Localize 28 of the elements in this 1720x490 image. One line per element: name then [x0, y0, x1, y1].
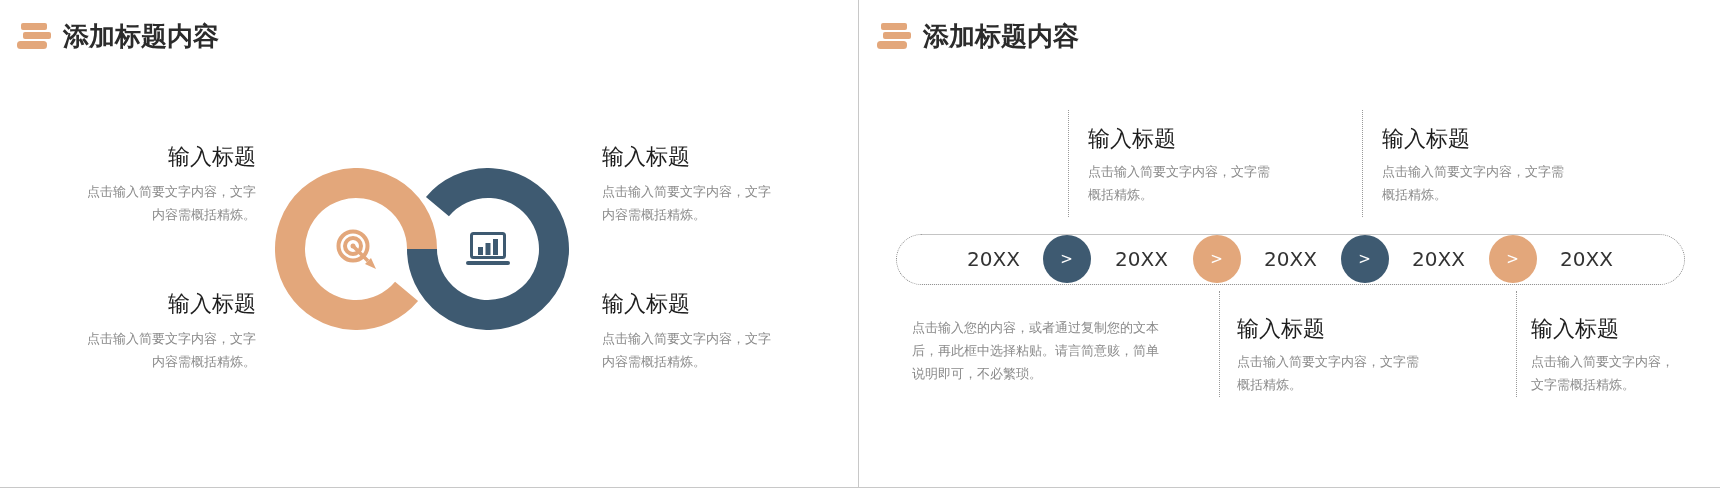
year-label: 20XX: [1560, 247, 1613, 271]
description-text: 点击输入您的内容，或者通过复制您的文本后，再此框中选择粘贴。请言简意赅，简单说明即可，不必繁琐。: [912, 319, 1160, 383]
step-circle: >: [1042, 235, 1091, 283]
description-text: 点击输入简要文字内容，文字需概括精炼。: [1237, 353, 1420, 394]
slide-title: 添加标题内容: [923, 21, 1079, 51]
step-circle: >: [1192, 235, 1241, 283]
section-heading: 输入标题: [168, 144, 256, 170]
step-circle: >: [1340, 235, 1389, 283]
description-text: 点击输入简要文字内容，文字内容需概括精炼。: [86, 330, 256, 371]
slide-title: 添加标题内容: [63, 21, 219, 51]
description-text: 点击输入简要文字内容，文字需概括精炼。: [1531, 353, 1675, 394]
year-label: 20XX: [1115, 247, 1168, 271]
description-text: 点击输入简要文字内容，文字内容需概括精炼。: [86, 183, 256, 224]
description-text: 点击输入简要文字内容，文字需概括精炼。: [1382, 163, 1565, 204]
section-heading: 输入标题: [1237, 316, 1325, 342]
step-circle: >: [1488, 235, 1537, 283]
description-text: 点击输入简要文字内容，文字内容需概括精炼。: [602, 183, 772, 224]
year-label: 20XX: [1264, 247, 1317, 271]
year-label: 20XX: [1412, 247, 1465, 271]
section-heading: 输入标题: [1531, 316, 1619, 342]
description-text: 点击输入简要文字内容，文字需概括精炼。: [1088, 163, 1271, 204]
section-heading: 输入标题: [168, 291, 256, 317]
section-heading: 输入标题: [1088, 126, 1176, 152]
description-text: 点击输入简要文字内容，文字内容需概括精炼。: [602, 330, 772, 371]
year-label: 20XX: [967, 247, 1020, 271]
section-heading: 输入标题: [602, 144, 690, 170]
section-heading: 输入标题: [1382, 126, 1470, 152]
section-heading: 输入标题: [602, 291, 690, 317]
